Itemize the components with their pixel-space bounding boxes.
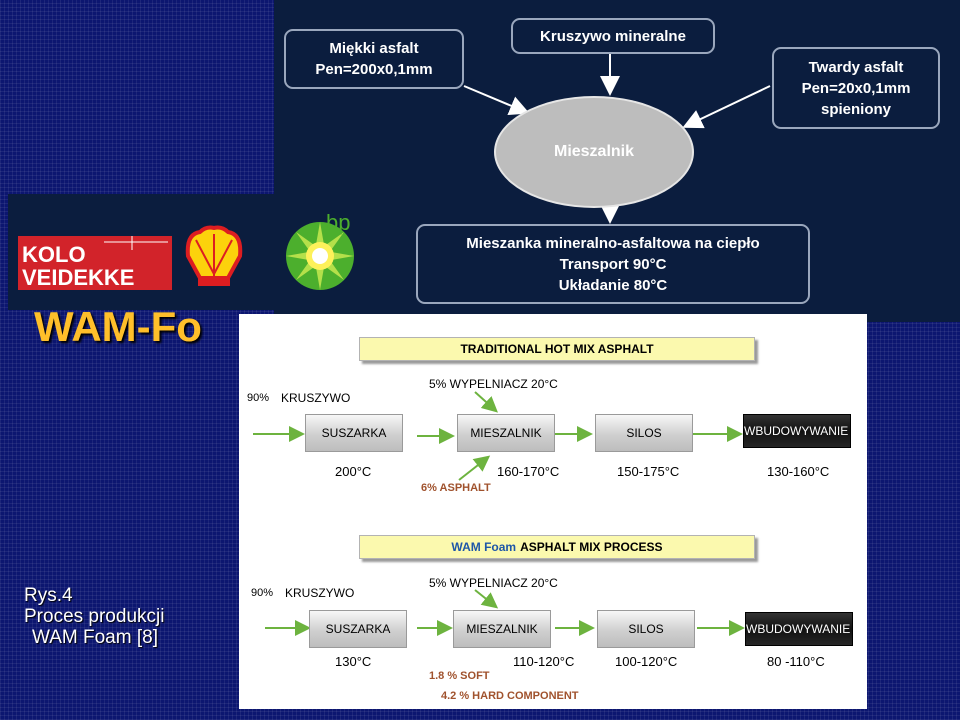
hard-asphalt-line-1: Twardy asfalt	[808, 58, 904, 76]
result-line-1: Mieszanka mineralno-asfaltowa na ciepło	[466, 234, 760, 252]
caption-line-3: WAM Foam [8]	[32, 627, 158, 648]
top-silo-box: SILOS	[595, 414, 693, 452]
hard-asphalt-box: Twardy asfalt Pen=20x0,1mm spieniony	[772, 47, 940, 129]
wam-foam-header-blue: WAM Foam	[451, 540, 517, 554]
bottom-laying-box: WBUDOWYWANIE	[745, 612, 853, 646]
bp-text: bp	[326, 210, 350, 235]
soft-asphalt-line-2: Pen=200x0,1mm	[315, 61, 433, 78]
bottom-dryer-label: SUSZARKA	[325, 622, 391, 636]
traditional-header-text: TRADITIONAL HOT MIX ASPHALT	[460, 342, 654, 356]
top-laying-label: WBUDOWYWANIE	[744, 424, 849, 438]
top-silo-label: SILOS	[626, 426, 662, 440]
bottom-mixer-label: MIESZALNIK	[466, 622, 538, 636]
top-temp-laying: 130-160°C	[767, 464, 830, 479]
traditional-header: TRADITIONAL HOT MIX ASPHALT	[359, 337, 755, 361]
bottom-mixer-box: MIESZALNIK	[453, 610, 551, 648]
top-temp-dryer: 200°C	[335, 464, 372, 479]
top-temp-silo: 150-175°C	[617, 464, 680, 479]
result-line-2: Transport 90°C	[559, 255, 667, 273]
shell-logo-icon	[185, 225, 243, 286]
hard-asphalt-line-2: Pen=20x0,1mm	[801, 79, 911, 97]
bottom-temp-dryer: 130°C	[335, 654, 372, 669]
bottom-laying-label: WBUDOWYWANIE	[746, 622, 851, 636]
top-aggregate-pct: 90%	[247, 392, 270, 404]
top-laying-box: WBUDOWYWANIE	[743, 414, 851, 448]
bp-logo-icon	[286, 222, 354, 290]
bottom-aggregate-label: KRUSZYWO	[285, 586, 355, 600]
wam-foam-header: WAM Foam ASPHALT MIX PROCESS	[359, 535, 755, 559]
result-line-3: Układanie 80°C	[558, 276, 668, 294]
logos: KOLO VEIDEKKE	[18, 210, 354, 290]
figure-caption: Rys.4 Proces produkcji WAM Foam [8]	[24, 585, 164, 648]
mixer-ellipse: Mieszalnik	[494, 96, 694, 208]
bottom-aggregate-pct: 90%	[251, 587, 274, 599]
bottom-silo-label: SILOS	[628, 622, 664, 636]
top-mixer-label: MIESZALNIK	[470, 426, 542, 440]
mixer-label: Mieszalnik	[553, 143, 635, 160]
process-comparison-panel: TRADITIONAL HOT MIX ASPHALT 90% KRUSZYWO…	[239, 314, 867, 709]
logo-strip: KOLO VEIDEKKE	[8, 194, 354, 310]
top-aggregate-label: KRUSZYWO	[281, 391, 351, 405]
aggregate-box: Kruszywo mineralne	[511, 18, 715, 54]
kolo-text-2: VEIDEKKE	[22, 265, 134, 290]
bottom-temp-mixer: 110-120°C	[513, 654, 575, 669]
top-mixer-box: MIESZALNIK	[457, 414, 555, 452]
process-arrows	[253, 391, 745, 636]
bottom-filler-label: 5% WYPELNIACZ 20°C	[429, 576, 558, 590]
top-temp-mixer: 160-170°C	[497, 464, 560, 479]
kolo-text-1: KOLO	[22, 242, 86, 267]
soft-asphalt-line-1: Miękki asfalt	[329, 40, 419, 57]
result-box: Mieszanka mineralno-asfaltowa na ciepło …	[416, 224, 810, 304]
bottom-dryer-box: SUSZARKA	[309, 610, 407, 648]
caption-line-2: Proces produkcji	[24, 606, 165, 627]
wam-foam-header-text: ASPHALT MIX PROCESS	[520, 540, 663, 554]
bottom-silo-box: SILOS	[597, 610, 695, 648]
top-filler-label: 5% WYPELNIACZ 20°C	[429, 377, 558, 391]
aggregate-label: Kruszywo mineralne	[540, 27, 686, 45]
soft-asphalt-box: Miękki asfalt Pen=200x0,1mm	[284, 29, 464, 89]
bottom-temp-laying: 80 -110°C	[767, 654, 825, 669]
page-title: WAM-Fo	[34, 303, 202, 350]
bottom-hard-label: 4.2 % HARD COMPONENT	[441, 690, 579, 702]
bottom-soft-label: 1.8 % SOFT	[429, 670, 490, 682]
bottom-temp-silo: 100-120°C	[615, 654, 678, 669]
kolo-veidekke-logo: KOLO VEIDEKKE	[18, 236, 172, 290]
top-dryer-label: SUSZARKA	[321, 426, 387, 440]
arrow-soft-to-mixer	[463, 85, 530, 116]
asphalt-flow-diagram: Miękki asfalt Pen=200x0,1mm Kruszywo min…	[274, 0, 960, 322]
top-asphalt-label: 6% ASPHALT	[421, 482, 491, 494]
arrow-hard-to-mixer	[682, 85, 771, 129]
caption-line-1: Rys.4	[24, 585, 73, 606]
top-dryer-box: SUSZARKA	[305, 414, 403, 452]
hard-asphalt-line-3: spieniony	[820, 100, 891, 118]
